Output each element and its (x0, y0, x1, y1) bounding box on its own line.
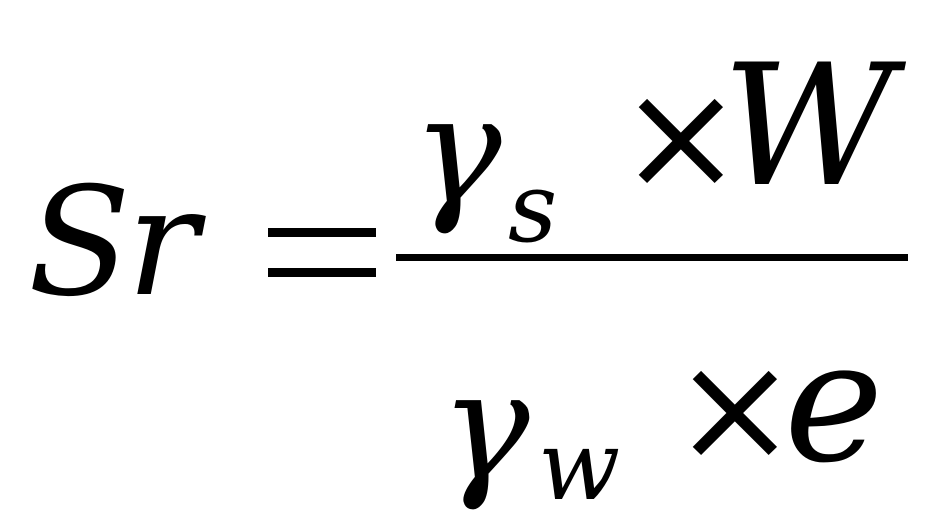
equals-bar-bottom (268, 268, 376, 277)
numerator-subscript: s (508, 152, 558, 264)
denominator-symbol: γ (440, 340, 530, 514)
denominator-variable: e (784, 304, 884, 500)
numerator-symbol: γ (412, 64, 502, 238)
denominator-subscript: w (538, 410, 621, 522)
fraction-bar (396, 254, 908, 261)
numerator-variable: W (722, 28, 895, 224)
equals-bar-top (268, 228, 376, 237)
lhs-variable: Sr (28, 156, 198, 330)
denominator-operator: × (672, 322, 798, 496)
numerator-operator: × (618, 50, 744, 224)
